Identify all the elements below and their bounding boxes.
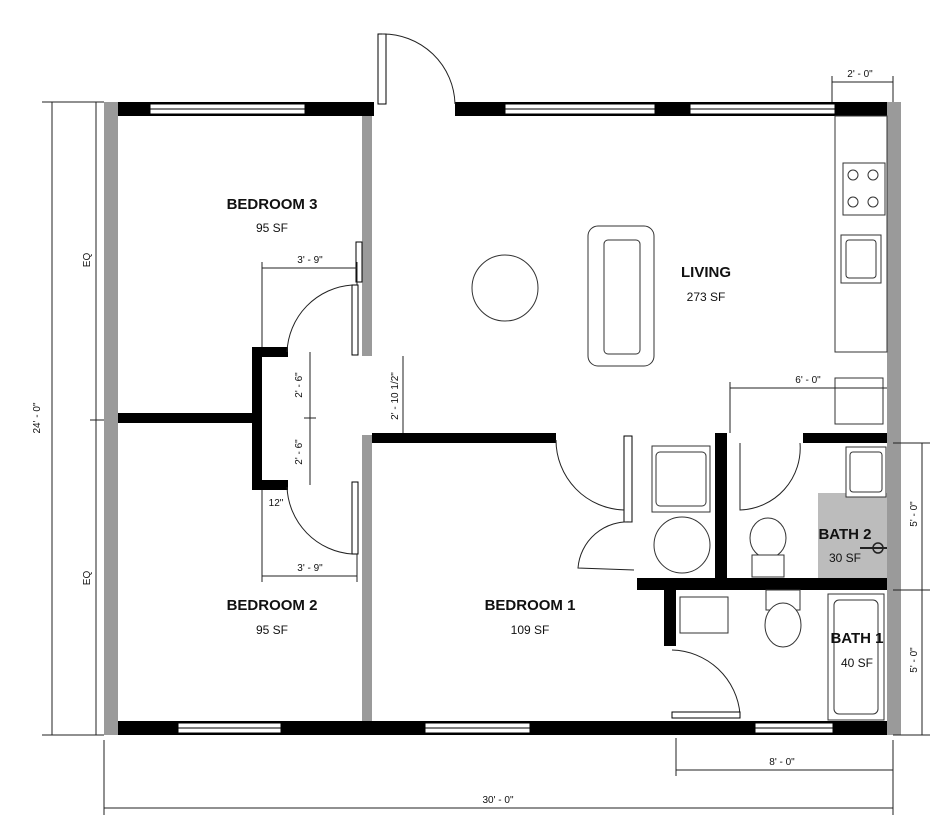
- dim-eq-bottom: EQ: [82, 571, 93, 586]
- bath-fixtures: [679, 446, 887, 721]
- dim-bath1-width: 8' - 0": [769, 757, 795, 768]
- room-area-bedroom1: 109 SF: [511, 623, 550, 637]
- dim-wall-thickness: 12": [269, 498, 284, 509]
- dim-hall-width: 2' - 10 1/2": [390, 372, 401, 420]
- bottom-windows: [177, 722, 834, 734]
- dim-overall-width: 30' - 0": [482, 795, 513, 806]
- room-name-bedroom2: BEDROOM 2: [227, 597, 318, 614]
- dim-kitchen-width: 2' - 0": [847, 69, 873, 80]
- room-name-living: LIVING: [681, 264, 731, 281]
- dim-eq-top: EQ: [82, 253, 93, 268]
- room-area-bedroom2: 95 SF: [256, 623, 288, 637]
- dim-closet-depth-bottom: 2' - 6": [294, 439, 305, 465]
- dim-overall-depth: 24' - 0": [32, 402, 43, 433]
- dimension-lines: [42, 76, 930, 815]
- dim-bath1-depth: 5' - 0": [909, 647, 920, 673]
- room-name-bath1: BATH 1: [830, 630, 883, 647]
- dim-closet-top: 3' - 9": [297, 255, 323, 266]
- top-windows: [149, 103, 836, 115]
- room-area-bath1: 40 SF: [841, 656, 873, 670]
- room-area-living: 273 SF: [687, 290, 726, 304]
- living-furniture: [471, 225, 711, 574]
- room-area-bedroom3: 95 SF: [256, 221, 288, 235]
- dim-bath2-depth: 5' - 0": [909, 501, 920, 527]
- room-name-bedroom1: BEDROOM 1: [485, 597, 576, 614]
- room-name-bedroom3: BEDROOM 3: [227, 196, 318, 213]
- interior-walls: [118, 116, 887, 721]
- dim-closet-depth-top: 2' - 6": [294, 372, 305, 398]
- interior-doors: [286, 241, 801, 719]
- room-name-bath2: BATH 2: [818, 526, 871, 543]
- dim-closet-bottom: 3' - 9": [297, 563, 323, 574]
- kitchen-counter: [834, 115, 888, 425]
- room-area-bath2: 30 SF: [829, 551, 861, 565]
- dim-bath-block: 6' - 0": [795, 375, 821, 386]
- entry-door: [377, 33, 456, 105]
